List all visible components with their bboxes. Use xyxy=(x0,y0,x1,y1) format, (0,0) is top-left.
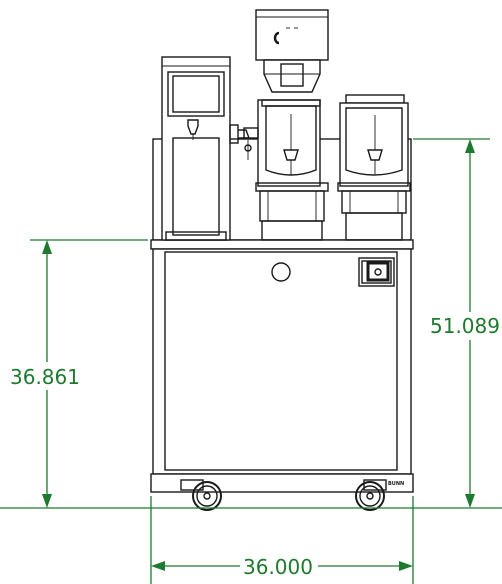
right-server xyxy=(337,94,411,241)
width-label: 36.000 xyxy=(243,555,313,579)
door-knob-hole xyxy=(271,262,291,282)
center-brewer xyxy=(243,9,329,241)
overall-height-label: 51.089 xyxy=(430,314,500,338)
base-logo: BUNN xyxy=(388,481,404,487)
left-caster xyxy=(180,479,222,511)
base-plinth xyxy=(150,473,414,493)
cabinet-stand: BUNN xyxy=(150,138,414,493)
right-caster xyxy=(355,479,387,511)
counter-height-label: 36.861 xyxy=(10,365,80,389)
dimension-lines: 36.861 51.089 36.000 xyxy=(0,138,502,584)
tall-dispenser xyxy=(161,56,252,241)
countertop xyxy=(150,239,414,250)
power-switch-box xyxy=(358,257,395,287)
